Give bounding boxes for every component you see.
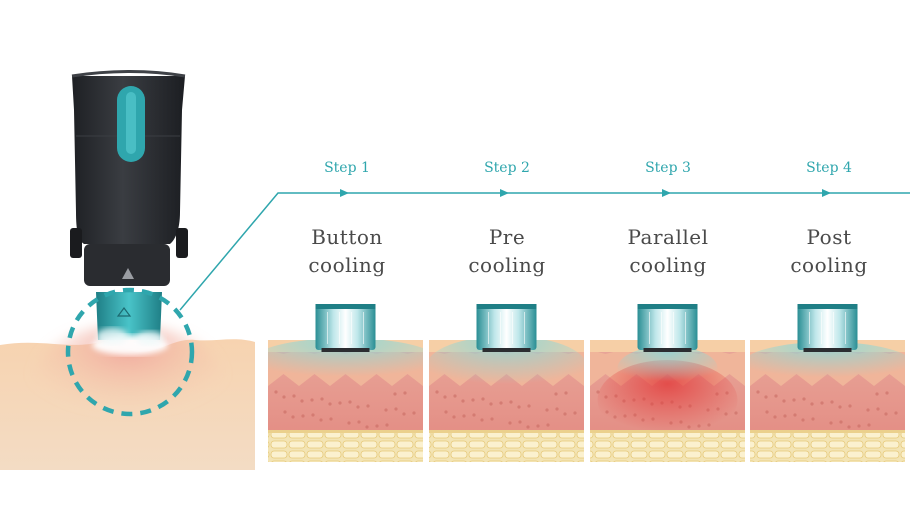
arrow-right-icon: [662, 189, 671, 197]
cooling-cup-icon: [315, 304, 376, 350]
skin-panel-4: [750, 304, 905, 462]
arrow-right-icon: [822, 189, 831, 197]
step-title-2: Pre cooling: [432, 223, 582, 279]
arrow-right-icon: [500, 189, 509, 197]
step-title-1-line2: cooling: [308, 253, 386, 277]
step-label-3: Step 3: [645, 160, 691, 176]
skin-panel-1: [268, 304, 423, 462]
handpiece-device: [70, 70, 188, 286]
step-title-3-line2: cooling: [629, 253, 707, 277]
arrow-right-icon: [340, 189, 349, 197]
skin-panel-2: [429, 304, 584, 462]
step-title-3: Parallel cooling: [593, 223, 743, 279]
skin-panel-3: [590, 304, 745, 462]
cooling-tip: [92, 292, 168, 355]
timeline-arrows: [340, 189, 831, 197]
step-label-1: Step 1: [324, 160, 370, 176]
step-title-4: Post cooling: [754, 223, 904, 279]
step-title-4-line1: Post: [806, 225, 852, 249]
cooling-cup-icon: [637, 304, 698, 350]
step-label-2: Step 2: [484, 160, 530, 176]
connector-line: [179, 192, 910, 311]
step-label-4: Step 4: [806, 160, 852, 176]
step-title-2-line1: Pre: [488, 225, 526, 249]
step-title-3-line1: Parallel: [627, 225, 709, 249]
left-skin-illustration: [0, 325, 255, 470]
step-title-1-line1: Button: [311, 225, 383, 249]
cooling-cup-icon: [476, 304, 537, 350]
cooling-cup-icon: [797, 304, 858, 350]
triangle-up-icon: [122, 268, 134, 279]
step-title-2-line2: cooling: [468, 253, 546, 277]
step-title-4-line2: cooling: [790, 253, 868, 277]
dashed-circle-highlight: [65, 287, 195, 417]
step-title-1: Button cooling: [272, 223, 422, 279]
